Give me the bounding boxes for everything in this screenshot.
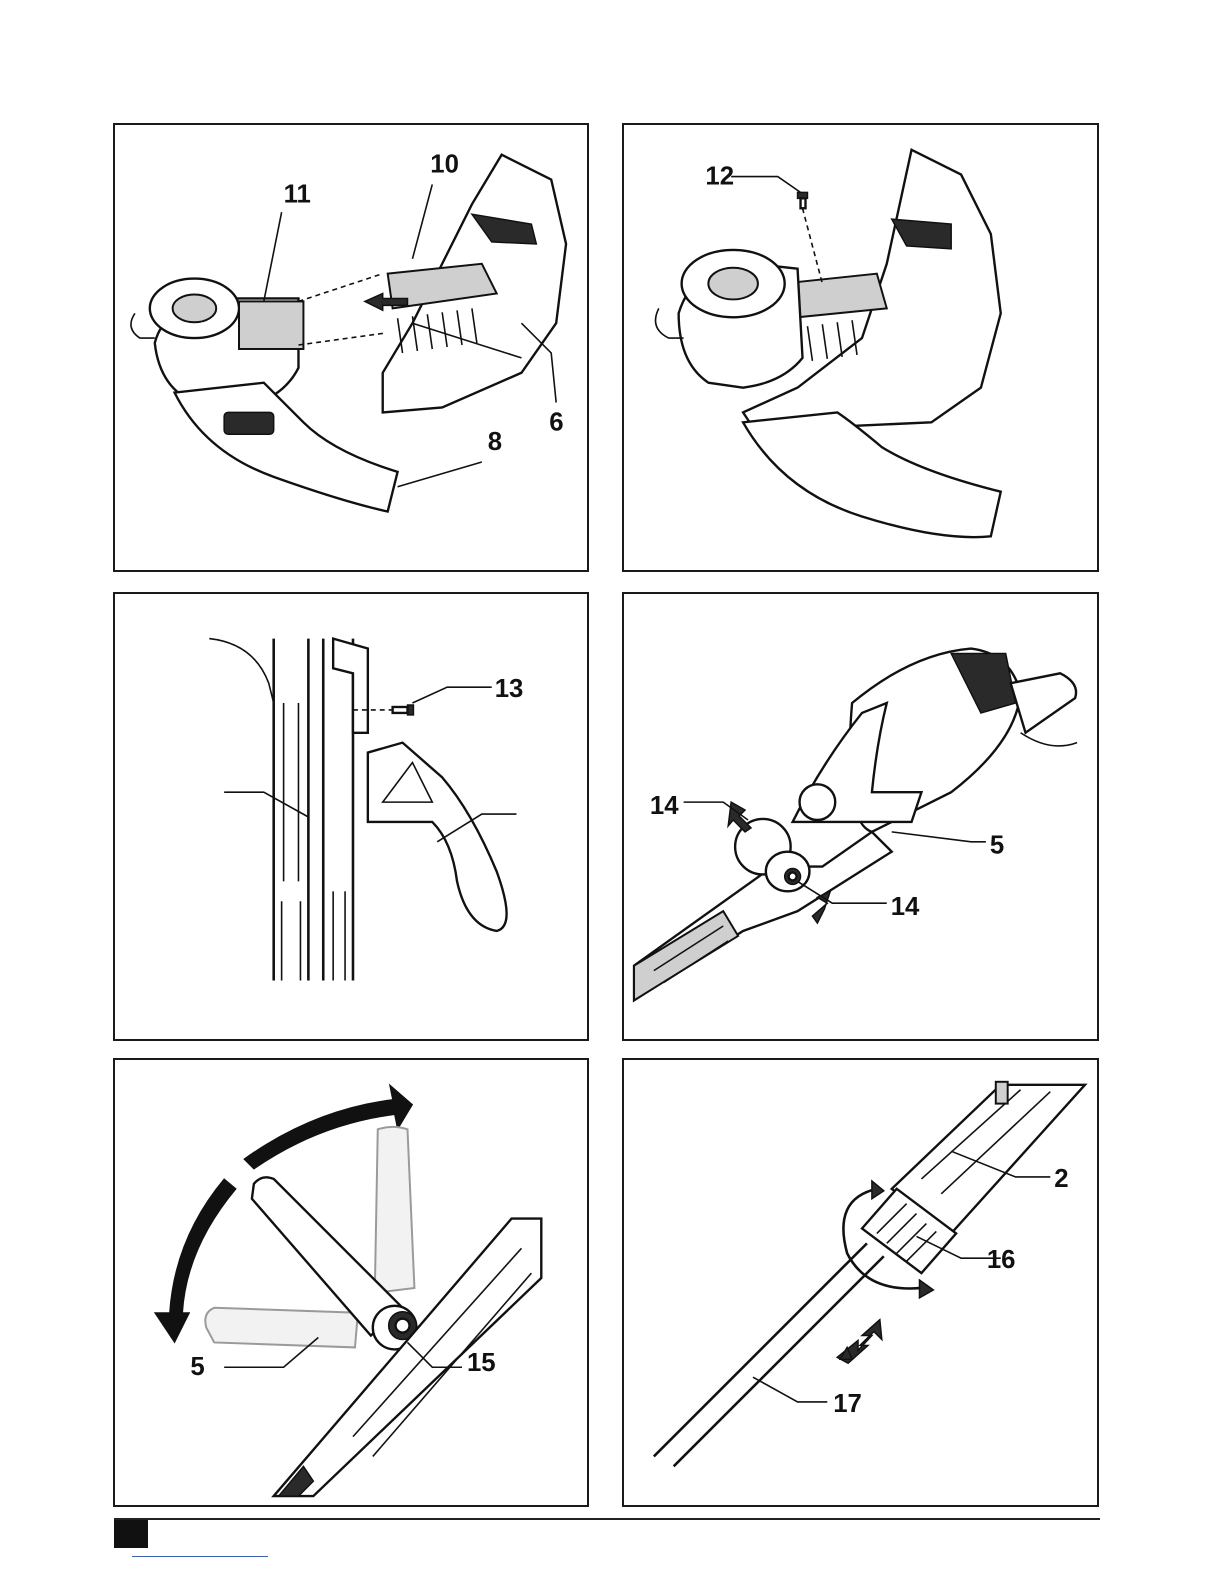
figure-3-drawing: 13 — [115, 594, 587, 1039]
handle — [743, 412, 1001, 537]
label-6: 6 — [549, 408, 563, 436]
shaft-tube — [274, 639, 309, 981]
label-17: 17 — [833, 1390, 862, 1418]
figure-4-handle-mount: 14 5 14 — [622, 592, 1099, 1041]
figure-4-drawing: 14 5 14 — [624, 594, 1097, 1039]
figure-1-guard-assembly: 11 10 6 8 — [113, 123, 589, 572]
label-10: 10 — [430, 151, 459, 179]
shaft-tube-2 — [323, 639, 353, 981]
label-13: 13 — [495, 675, 524, 703]
arrow-14-top — [728, 802, 751, 832]
label-5: 5 — [190, 1353, 204, 1381]
label-14-top: 14 — [650, 792, 679, 820]
handle-ghost-horizontal — [205, 1308, 358, 1348]
footer-rule — [114, 1518, 1100, 1520]
bracket — [333, 639, 368, 733]
figure-3-side-screw: 13 — [113, 592, 589, 1041]
label-11: 11 — [284, 180, 311, 208]
pivot-hole — [800, 784, 836, 820]
auxiliary-handle — [368, 743, 507, 931]
label-14-bottom: 14 — [891, 893, 920, 921]
figure-5-drawing: 5 15 — [115, 1060, 587, 1505]
figure-6-shaft-adjustment: 2 16 17 — [622, 1058, 1099, 1507]
figure-2-drawing: 12 — [624, 125, 1097, 570]
handle-ghost-upright — [375, 1127, 415, 1293]
handle — [175, 383, 398, 512]
label-16: 16 — [987, 1246, 1016, 1274]
label-12: 12 — [705, 162, 734, 190]
switch — [224, 412, 274, 434]
label-8: 8 — [488, 428, 502, 456]
screw-12 — [798, 192, 808, 208]
bottom-link-underline — [132, 1556, 268, 1557]
label-5: 5 — [990, 832, 1004, 860]
figure-6-drawing: 2 16 17 — [624, 1060, 1097, 1505]
figure-2-guard-screw: 12 — [622, 123, 1099, 572]
page-number-block — [114, 1520, 148, 1548]
label-15: 15 — [467, 1349, 496, 1377]
screw-13 — [393, 705, 414, 715]
figure-1-drawing: 11 10 6 8 — [115, 125, 587, 570]
figure-5-handle-rotation: 5 15 — [113, 1058, 589, 1507]
label-2: 2 — [1054, 1165, 1068, 1193]
guard-mount — [239, 301, 303, 349]
